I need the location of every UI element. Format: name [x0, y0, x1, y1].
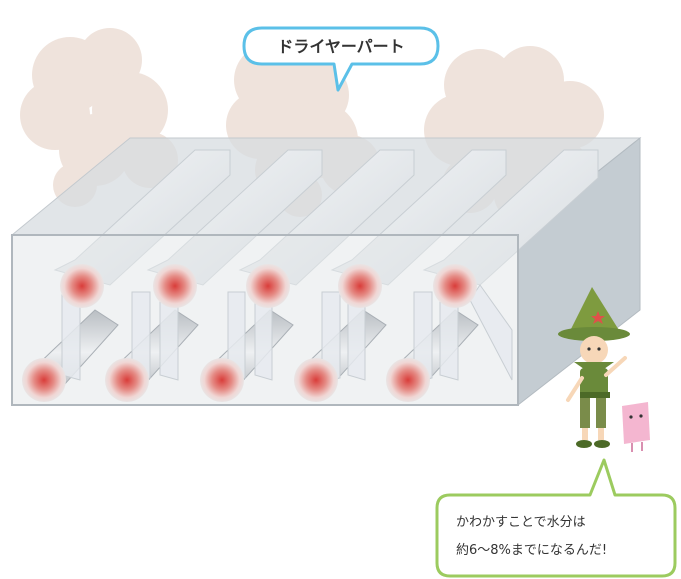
speech-line-2: 約6〜8%までになるんだ! — [456, 543, 608, 558]
upper-rollers — [60, 264, 477, 308]
heated-roller — [200, 358, 244, 402]
heated-roller — [433, 264, 477, 308]
heated-roller — [294, 358, 338, 402]
guide-character — [558, 287, 630, 448]
heated-roller — [246, 264, 290, 308]
star-icon — [591, 311, 605, 324]
heated-roller — [22, 358, 66, 402]
lower-rollers — [22, 358, 430, 402]
title-label: ドライヤーパート — [277, 37, 405, 56]
speech-bubble — [435, 458, 677, 578]
heated-roller — [105, 358, 149, 402]
heated-roller — [60, 264, 104, 308]
heated-roller — [153, 264, 197, 308]
paper-mascot — [622, 402, 650, 452]
paper-sheet-wraps — [61, 284, 513, 383]
title-bubble — [242, 26, 440, 92]
heated-roller — [386, 358, 430, 402]
heated-roller — [338, 264, 382, 308]
speech-line-1: かわかすことで水分は — [456, 515, 586, 530]
